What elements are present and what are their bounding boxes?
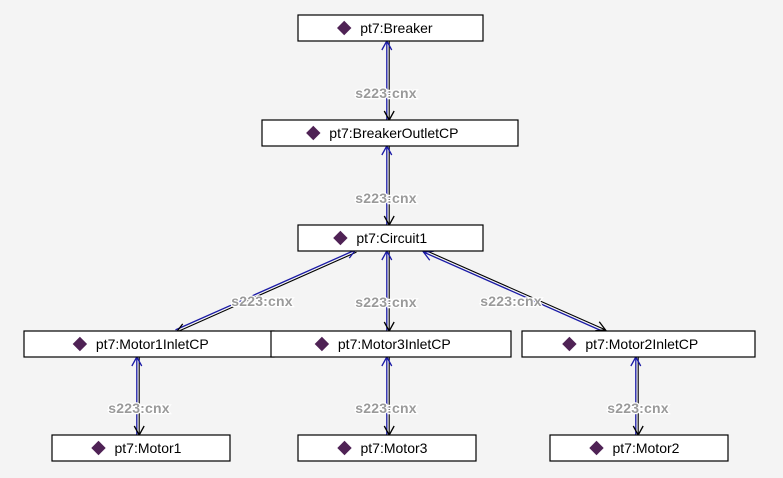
edge-label: s223:cnx xyxy=(607,400,669,416)
node-motor1-inlet-cp[interactable]: pt7:Motor1InletCP xyxy=(23,330,275,358)
individual-diamond-icon xyxy=(562,336,577,352)
edge-circuit1-to-motor3-inlet-cp[interactable] xyxy=(381,249,395,333)
edge-motor3-inlet-cp-to-motor3[interactable] xyxy=(381,355,395,437)
node-label: pt7:Motor1InletCP xyxy=(96,336,209,352)
edge-label: s223:cnx xyxy=(355,85,417,101)
node-motor3-inlet-cp[interactable]: pt7:Motor3InletCP xyxy=(270,330,512,358)
edge-breaker-to-breaker-outlet-cp[interactable] xyxy=(381,39,395,122)
individual-diamond-icon xyxy=(589,440,604,456)
node-breaker[interactable]: pt7:Breaker xyxy=(297,14,484,42)
node-circuit1[interactable]: pt7:Circuit1 xyxy=(297,224,484,252)
node-breaker-outlet-cp[interactable]: pt7:BreakerOutletCP xyxy=(261,119,519,147)
nodes-layer: pt7:Breaker pt7:BreakerOutletCP pt7:Circui… xyxy=(23,14,756,462)
edge-motor1-inlet-cp-to-motor1[interactable] xyxy=(131,355,145,437)
node-box xyxy=(23,330,275,358)
edge-circuit1-to-motor2-inlet-cp[interactable] xyxy=(422,249,607,333)
node-motor2[interactable]: pt7:Motor2 xyxy=(549,434,729,462)
node-label: pt7:BreakerOutletCP xyxy=(329,125,458,141)
individual-diamond-icon xyxy=(306,125,321,141)
edge-label: s223:cnx xyxy=(108,400,170,416)
edge-label: s223:cnx xyxy=(355,190,417,206)
individual-diamond-icon xyxy=(333,230,348,246)
edge-line-forward xyxy=(175,249,356,331)
edge-label: s223:cnx xyxy=(355,294,417,310)
node-box xyxy=(270,330,512,358)
edges-layer xyxy=(131,39,644,437)
individual-diamond-icon xyxy=(314,336,330,352)
node-motor2-inlet-cp[interactable]: pt7:Motor2InletCP xyxy=(521,330,756,358)
node-box xyxy=(297,224,484,252)
node-label: pt7:Motor3 xyxy=(361,440,428,456)
edge-circuit1-to-motor1-inlet-cp[interactable] xyxy=(175,248,357,334)
edge-line-backward xyxy=(176,251,357,333)
node-box xyxy=(521,330,756,358)
node-label: pt7:Breaker xyxy=(360,20,433,36)
node-box xyxy=(297,434,477,462)
edge-label: s223:cnx xyxy=(480,293,542,309)
node-box xyxy=(297,14,484,42)
edge-line-backward xyxy=(424,249,606,331)
individual-diamond-icon xyxy=(337,20,352,36)
edge-label: s223:cnx xyxy=(355,400,417,416)
node-label: pt7:Circuit1 xyxy=(356,230,427,246)
individual-diamond-icon xyxy=(72,336,88,352)
node-box xyxy=(549,434,729,462)
individual-diamond-icon xyxy=(337,440,352,456)
edge-breaker-outlet-cp-to-circuit1[interactable] xyxy=(381,144,395,227)
edge-label: s223:cnx xyxy=(231,293,293,309)
node-box xyxy=(261,119,519,147)
edge-line-forward xyxy=(423,251,605,333)
individual-diamond-icon xyxy=(91,440,106,456)
edge-labels-layer: s223:cnx s223:cnx s223:cnx s223:cnx s223:cnx… xyxy=(107,84,670,418)
node-label: pt7:Motor3InletCP xyxy=(338,336,451,352)
node-motor3[interactable]: pt7:Motor3 xyxy=(297,434,477,462)
node-label: pt7:Motor2 xyxy=(613,440,680,456)
node-label: pt7:Motor2InletCP xyxy=(585,336,698,352)
node-motor1[interactable]: pt7:Motor1 xyxy=(51,434,231,462)
node-label: pt7:Motor1 xyxy=(115,440,182,456)
node-box xyxy=(51,434,231,462)
edge-motor2-inlet-cp-to-motor2[interactable] xyxy=(630,355,644,437)
